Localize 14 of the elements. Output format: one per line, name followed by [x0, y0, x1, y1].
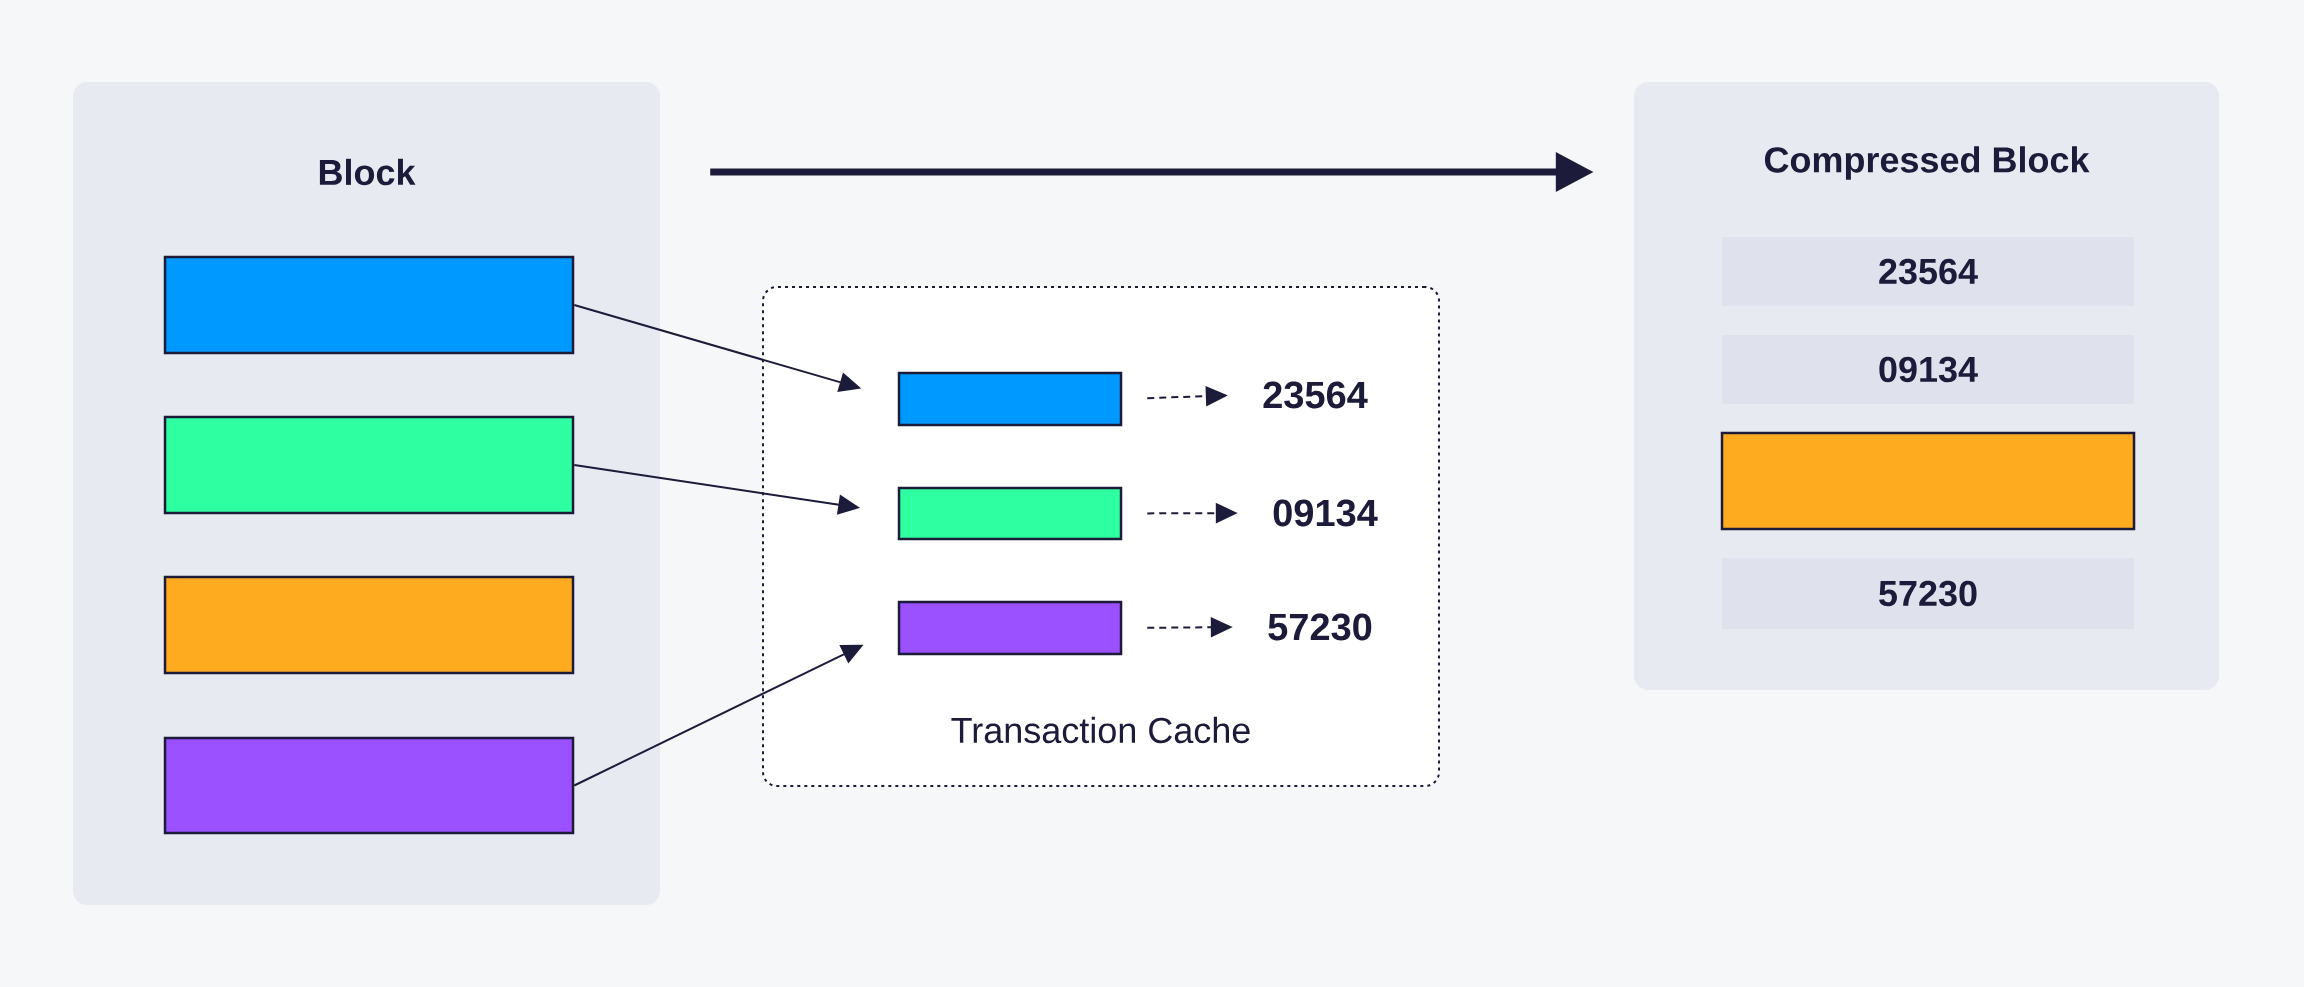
- hash-number: 09134: [1273, 499, 1378, 527]
- colored-bar: [897, 486, 1123, 541]
- colored-bar: [163, 255, 575, 355]
- colored-bar: [163, 736, 575, 835]
- colored-bar: [897, 600, 1123, 656]
- colored-bar: [163, 575, 575, 675]
- hash-number: 57230: [1268, 613, 1372, 641]
- hash-row: 57230: [1722, 558, 2134, 629]
- colored-bar: [163, 415, 575, 515]
- hash-number: 23564: [1263, 381, 1368, 409]
- colored-bar: [1720, 431, 2136, 531]
- colored-bar: [897, 371, 1123, 427]
- hash-row: 09134: [1722, 335, 2134, 404]
- hash-row: 23564: [1722, 237, 2134, 306]
